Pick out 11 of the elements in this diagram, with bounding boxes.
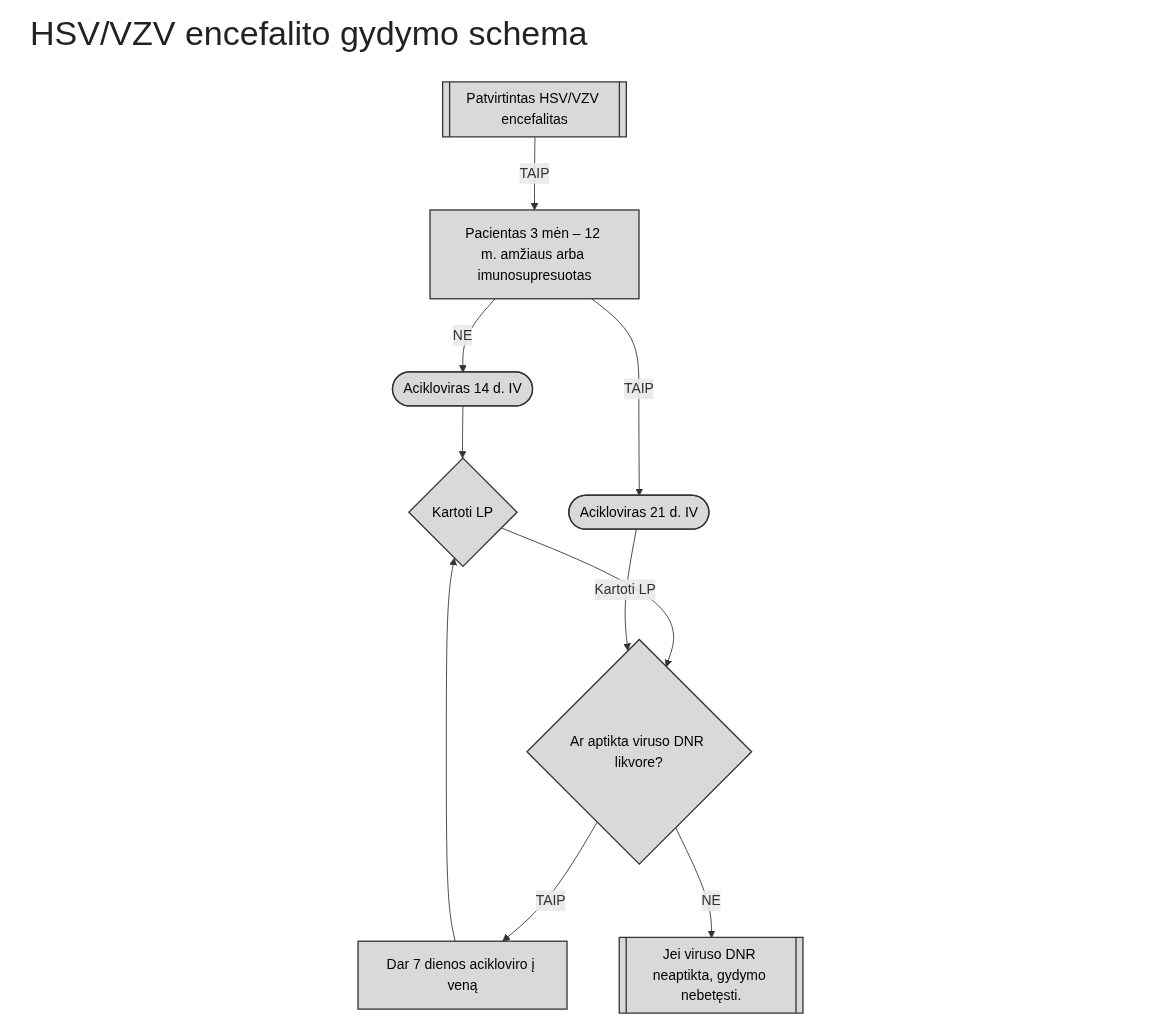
edge-label: Kartoti LP	[594, 581, 656, 597]
node-diamond: Ar aptikta viruso DNR likvore?	[526, 638, 753, 866]
diagram-title: HSV/VZV encefalito gydymo schema	[30, 14, 588, 53]
edge-label: NE	[701, 892, 721, 908]
node-box: Pacientas 3 mėn – 12 m. amžiaus arba imunosupresuotas	[429, 209, 640, 300]
edge-label: TAIP	[535, 892, 566, 908]
node-box: Dar 7 dienos acikloviro į veną	[357, 940, 568, 1010]
edge-label: TAIP	[519, 165, 550, 181]
edge-label: TAIP	[623, 381, 654, 396]
edge-label: NE	[452, 327, 473, 343]
node-diamond: Kartoti LP	[407, 457, 518, 568]
